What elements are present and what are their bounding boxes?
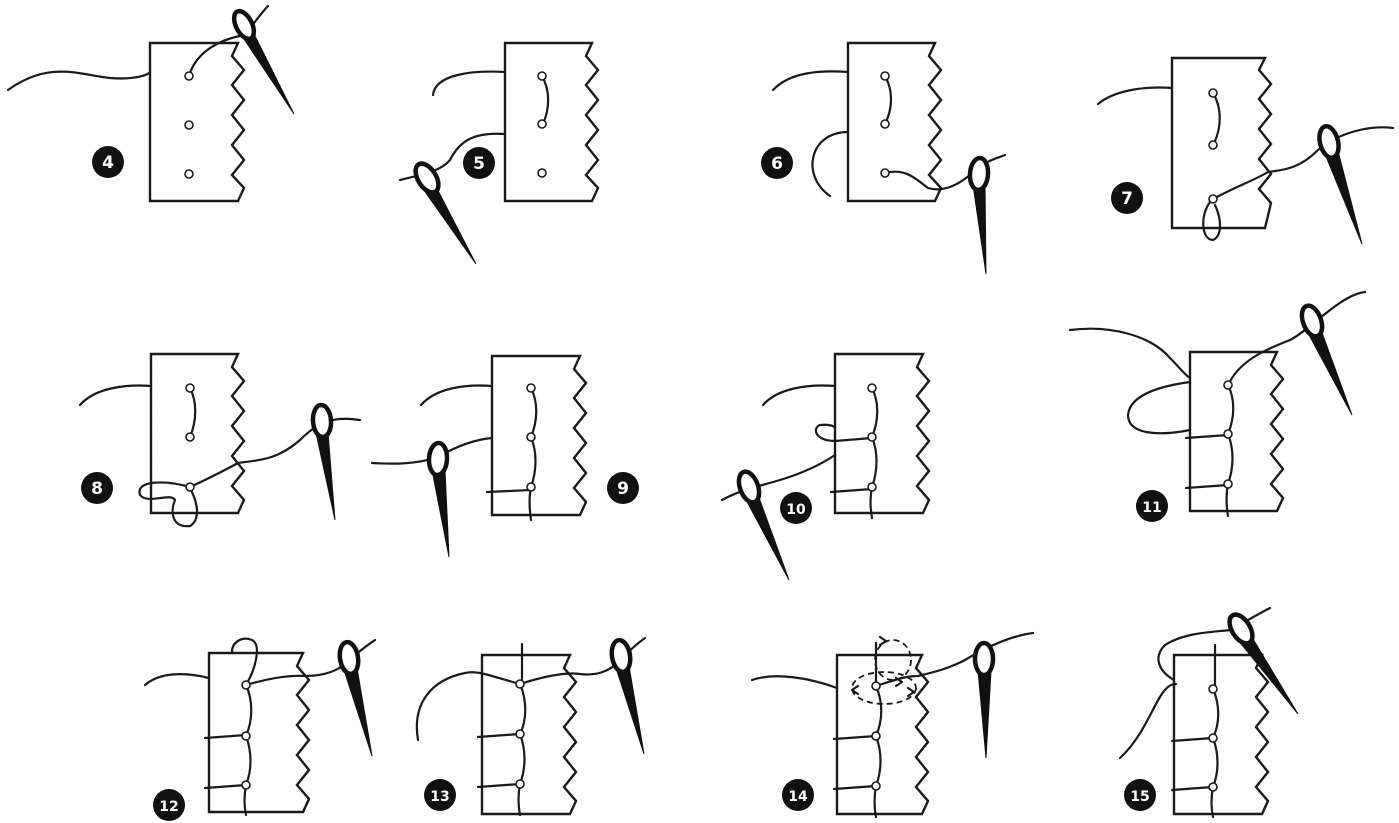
button-hole: [1209, 734, 1217, 742]
button-hole: [1209, 141, 1217, 149]
thread: [752, 676, 837, 688]
step-number: 4: [102, 153, 114, 173]
thread: [1128, 382, 1190, 433]
fabric-piece: [1174, 655, 1268, 814]
step-number: 15: [1130, 789, 1149, 805]
button-hole: [242, 732, 250, 740]
button-hole: [527, 433, 535, 441]
thread: [1098, 88, 1172, 104]
button-hole: [527, 384, 535, 392]
button-hole: [1224, 381, 1232, 389]
button-hole: [1224, 480, 1232, 488]
thread: [773, 71, 848, 90]
button-hole: [186, 384, 194, 392]
needle-icon: [969, 157, 989, 274]
button-hole: [868, 483, 876, 491]
thread: [433, 72, 505, 95]
fabric-piece: [505, 43, 598, 201]
button-hole: [538, 120, 546, 128]
button-hole: [881, 120, 889, 128]
fabric-piece: [150, 43, 244, 201]
step-7: 7: [1098, 58, 1393, 244]
step-8: 8: [80, 354, 360, 526]
thread: [1070, 329, 1190, 378]
button-hole: [872, 682, 880, 690]
thread: [145, 674, 209, 685]
button-hole: [185, 72, 193, 80]
fabric-piece: [151, 354, 244, 513]
step-number: 6: [771, 154, 783, 174]
step-10: 10: [722, 354, 929, 580]
button-hole: [1209, 783, 1217, 791]
button-hole: [1224, 430, 1232, 438]
button-hole: [242, 681, 250, 689]
button-hole: [538, 169, 546, 177]
step-4: 4: [8, 6, 294, 201]
needle-icon: [312, 404, 335, 520]
step-number: 10: [786, 502, 806, 518]
button-hole: [868, 433, 876, 441]
needle-icon: [1316, 124, 1362, 244]
needle-icon: [338, 641, 372, 756]
button-hole: [538, 72, 546, 80]
needle-icon: [411, 160, 476, 264]
button-hole: [185, 170, 193, 178]
step-6: 6: [761, 43, 1005, 274]
fabric-piece: [837, 655, 928, 814]
button-hole: [242, 781, 250, 789]
step-number: 9: [617, 479, 629, 499]
step-number: 8: [91, 479, 103, 499]
button-hole: [881, 169, 889, 177]
step-number: 11: [1142, 500, 1161, 516]
button-hole: [516, 680, 524, 688]
button-hole: [1209, 685, 1217, 693]
thread: [8, 72, 150, 90]
button-hole: [186, 433, 194, 441]
thread: [763, 386, 835, 405]
button-hole: [186, 483, 194, 491]
thread: [816, 425, 835, 441]
button-hole: [527, 483, 535, 491]
fabric-piece: [835, 354, 929, 513]
button-hole: [1209, 89, 1217, 97]
step-13: 13: [417, 638, 645, 815]
fabric-piece: [1172, 58, 1271, 228]
step-number: 13: [430, 789, 449, 805]
button-hole: [516, 730, 524, 738]
needle-icon: [610, 639, 644, 754]
step-5: 5: [400, 43, 598, 264]
button-hole: [516, 780, 524, 788]
thread: [421, 386, 492, 405]
fabric-piece: [848, 43, 941, 201]
fabric-piece: [482, 655, 576, 814]
step-14: 14: [752, 633, 1033, 817]
button-hole: [868, 384, 876, 392]
step-11: 11: [1070, 292, 1365, 522]
step-number: 5: [473, 154, 485, 174]
thread: [80, 386, 151, 405]
step-number: 7: [1121, 189, 1133, 209]
step-number: 12: [159, 799, 178, 815]
needle-icon: [975, 643, 993, 758]
button-hole: [872, 732, 880, 740]
needle-icon: [428, 443, 449, 557]
step-number: 14: [788, 789, 808, 805]
thread: [812, 132, 848, 196]
button-hole: [881, 72, 889, 80]
thread: [1120, 684, 1176, 758]
arrow-icon: [880, 637, 886, 645]
needle-icon: [1298, 303, 1352, 415]
button-hole: [185, 121, 193, 129]
step-12: 12: [145, 639, 375, 821]
step-15: 15: [1120, 608, 1298, 817]
button-hole: [1209, 195, 1217, 203]
step-9: 9: [372, 356, 639, 557]
button-hole: [872, 782, 880, 790]
